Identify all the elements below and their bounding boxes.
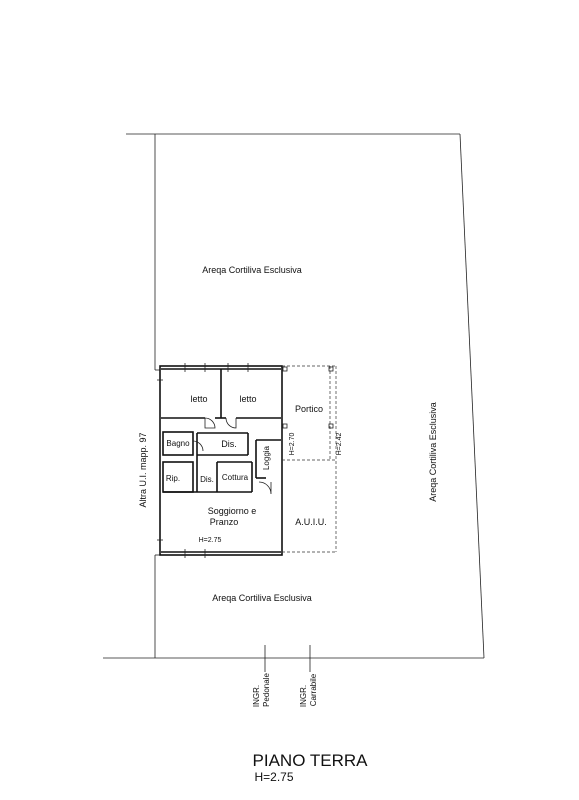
window-marks xyxy=(157,363,249,558)
room-loggia: Loggia xyxy=(262,445,271,470)
room-cottura: Cottura xyxy=(222,473,249,482)
room-dis-1: Dis. xyxy=(221,439,237,449)
room-auiu: A.U.I.U. xyxy=(295,517,327,527)
room-soggiorno-line2: Pranzo xyxy=(210,517,239,527)
room-rip: Rip. xyxy=(166,474,180,483)
interior-walls xyxy=(161,369,281,493)
room-portico: Portico xyxy=(295,404,323,414)
height-portico-1: H=2.70 xyxy=(289,433,296,456)
entry-carrabile-line1: INGR. xyxy=(299,685,308,707)
room-dis-2: Dis. xyxy=(200,475,214,484)
neighbor-label: Altra U.I. mapp. 97 xyxy=(138,432,148,507)
room-letto-2: letto xyxy=(239,394,256,404)
room-soggiorno-line1: Soggiorno e xyxy=(208,506,257,516)
area-label-bottom: Areqa Cortiliva Esclusiva xyxy=(212,593,312,603)
area-label-right: Areqa Cortiliva Esclusiva xyxy=(428,402,438,502)
room-letto-1: letto xyxy=(190,394,207,404)
area-label-top: Areqa Cortiliva Esclusiva xyxy=(202,265,302,275)
lot-boundary xyxy=(103,133,485,659)
entrance-marks xyxy=(264,645,311,672)
entry-carrabile-line2: Carrabile xyxy=(309,673,318,706)
height-portico-2: H=2.42 xyxy=(336,433,343,456)
entry-pedonale-line1: INGR. xyxy=(252,685,261,707)
portico-area xyxy=(282,365,337,553)
plan-title: PIANO TERRA xyxy=(253,751,369,770)
plan-height: H=2.75 xyxy=(254,770,293,784)
door-swings xyxy=(192,417,272,495)
neighbor-wall xyxy=(155,369,160,556)
height-soggiorno: H=2.75 xyxy=(199,537,222,544)
entry-pedonale-line2: Pedonale xyxy=(262,673,271,707)
room-bagno: Bagno xyxy=(166,439,190,448)
